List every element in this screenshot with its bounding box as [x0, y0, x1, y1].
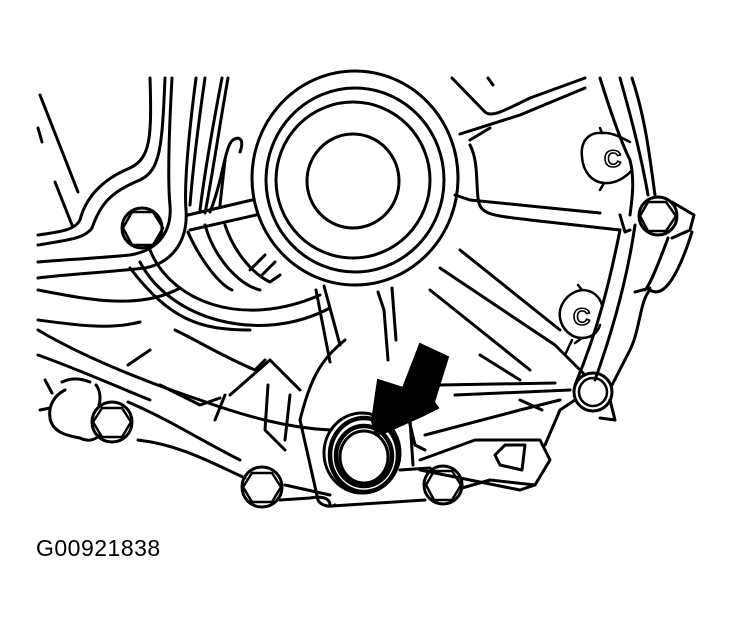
drain-plug [322, 411, 402, 495]
bolt-right-lower [572, 371, 617, 422]
callout-arrow [370, 342, 450, 437]
bolt-upper-right [637, 195, 696, 240]
clip-lower-glyph: C [573, 304, 590, 331]
figure-id-label: G00921838 [36, 535, 161, 561]
clip-upper: C [580, 126, 634, 192]
housing-right-web [418, 248, 617, 492]
housing-lower-left [36, 328, 337, 509]
bolt-upper-left [120, 206, 165, 250]
clip-lower: C [558, 283, 604, 357]
bolt-bottom-left [240, 465, 284, 509]
bolt-lower-left [90, 400, 134, 444]
bearing-bore [250, 69, 460, 287]
bolt-bottom-right [422, 464, 464, 506]
housing-upper-right: C C [450, 76, 696, 387]
clip-upper-glyph: C [604, 146, 621, 173]
inner-web [138, 223, 398, 422]
